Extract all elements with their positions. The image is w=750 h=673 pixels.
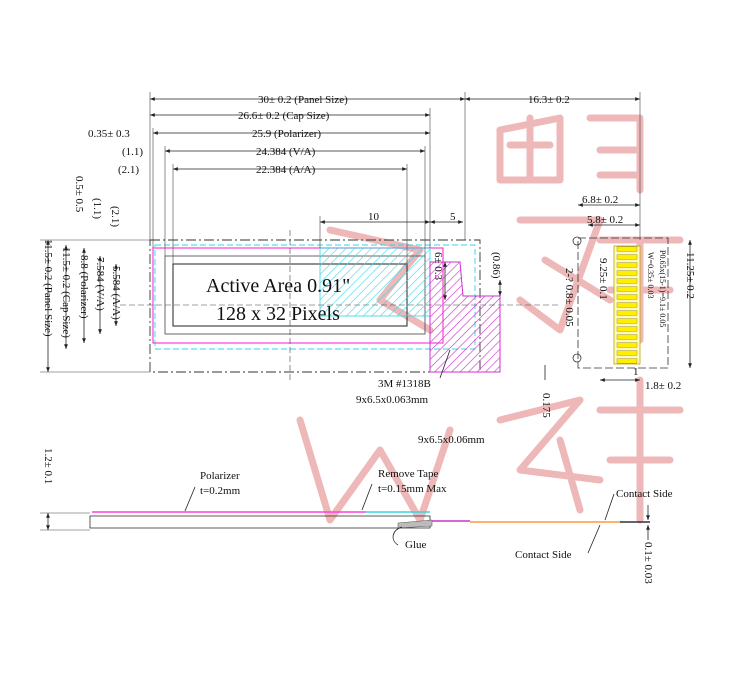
top-view: Active Area 0.91" 128 x 32 Pixels 30± 0.… <box>40 92 696 446</box>
fpc-pin <box>616 350 638 356</box>
fpc-step-dim: (0.86) <box>490 252 502 279</box>
fpc-pin <box>616 326 638 332</box>
side-glass <box>89 515 431 529</box>
aa-height-dim: 5.584 (A/A) <box>110 266 122 320</box>
fpc-pins <box>616 246 638 364</box>
polarizer-width-dim: 25.9 (Polarizer) <box>252 128 321 140</box>
side-glue-label: Glue <box>405 539 427 551</box>
fpc-thickness-dim: 0.175 <box>540 393 552 418</box>
va-width-dim: 24.384 (V/A) <box>256 146 316 158</box>
fpc-hole-dim: 2-? 0.8± 0.05 <box>563 268 575 327</box>
offset-a-dim: 0.35± 0.3 <box>88 128 130 140</box>
fpc-pin <box>616 342 638 348</box>
side-fpc-thickness-dim: 0.1± 0.03 <box>642 542 654 584</box>
side-polarizer-label: Polarizer <box>200 470 240 482</box>
fpc-span-dim: 9.25± 0.1 <box>597 258 609 300</box>
side-remove-tape-t: t=0.15mm Max <box>378 483 447 495</box>
fpc-pitch-dim: P0.65x(15-1)=9.1± 0.05 <box>658 250 667 327</box>
tape-pos-dim: 10 <box>368 211 380 223</box>
fpc-pin <box>616 302 638 308</box>
fpc-pin-width-dim: W=0.35± 0.03 <box>646 252 655 298</box>
fpc-hole-top <box>572 236 582 246</box>
side-remove-tape-label: Remove Tape <box>378 468 439 480</box>
offset-v2-dim: (1.1) <box>91 198 103 219</box>
aa-width-dim: 22.384 (A/A) <box>256 164 316 176</box>
tape-width-dim: 5 <box>450 211 456 223</box>
side-glue <box>397 519 433 529</box>
fpc-hole-bottom <box>572 353 582 363</box>
side-contact-side-2: Contact Side <box>515 549 572 561</box>
cap-size-dim: 26.6± 0.2 (Cap Size) <box>238 110 330 122</box>
offset-c-dim: (2.1) <box>118 164 139 176</box>
side-view: 1.2± 0.1 Polarizer t=0.2mm Remove Tape t… <box>40 448 673 584</box>
active-area-label: Active Area 0.91" <box>206 275 350 297</box>
fpc-pin <box>616 270 638 276</box>
fpc-pin <box>616 246 638 252</box>
fpc-pin <box>616 310 638 316</box>
offset-v3-dim: (2.1) <box>109 206 121 227</box>
panel-height-dim: 11.5± 0.2 (Panel Size) <box>42 239 54 337</box>
panel-size-dim: 30± 0.2 (Panel Size) <box>258 94 348 106</box>
fpc-pin <box>616 262 638 268</box>
fpc-detail: 6.8± 0.2 5.8± 0.2 11.25± 0.2 9.25± 0.1 2… <box>540 194 696 418</box>
tape-height-dim: 6± 0.3 <box>432 252 444 281</box>
offset-v1-dim: 0.5± 0.5 <box>73 176 85 213</box>
fpc-pin <box>616 334 638 340</box>
side-polarizer-t: t=0.2mm <box>200 485 241 497</box>
fpc-pin <box>616 294 638 300</box>
vertical-dimensions: 11.5± 0.2 (Panel Size) 11.5± 0.2 (Cap Si… <box>40 176 502 373</box>
tape-callout-size2: 9x6.5x0.06mm <box>418 434 485 446</box>
fpc-height-dim: 11.25± 0.2 <box>684 252 696 299</box>
fpc-tail-dim: 1.8± 0.2 <box>645 380 681 392</box>
side-thickness-dim: 1.2± 0.1 <box>42 448 54 484</box>
fpc-pin <box>616 358 638 364</box>
fpc-total-dim: 16.3± 0.2 <box>528 94 570 106</box>
fpc-pin <box>616 278 638 284</box>
tape-callout-size: 9x6.5x0.063mm <box>356 394 429 406</box>
polarizer-height-dim: 8.8 (Polarizer) <box>78 255 90 319</box>
side-contact-side-1: Contact Side <box>616 488 673 500</box>
fpc-pin <box>616 318 638 324</box>
fpc-width-outer-dim: 6.8± 0.2 <box>582 194 618 206</box>
offset-b-dim: (1.1) <box>122 146 143 158</box>
fpc-pin <box>616 254 638 260</box>
tape-callout: 3M #1318B 9x6.5x0.063mm 9x6.5x0.06mm <box>356 349 485 446</box>
va-height-dim: 7.584 (V/A) <box>94 257 106 311</box>
cap-height-dim: 11.5± 0.2 (Cap Size) <box>60 247 72 338</box>
fpc-width-inner-dim: 5.8± 0.2 <box>587 214 623 226</box>
tape-area <box>319 247 431 317</box>
pixels-label: 128 x 32 Pixels <box>216 303 340 325</box>
tape-callout-label: 3M #1318B <box>378 378 431 390</box>
horizontal-dimensions: 30± 0.2 (Panel Size) 26.6± 0.2 (Cap Size… <box>88 92 641 264</box>
fpc-pin <box>616 286 638 292</box>
fpc-pin-one: 1 <box>633 366 639 378</box>
